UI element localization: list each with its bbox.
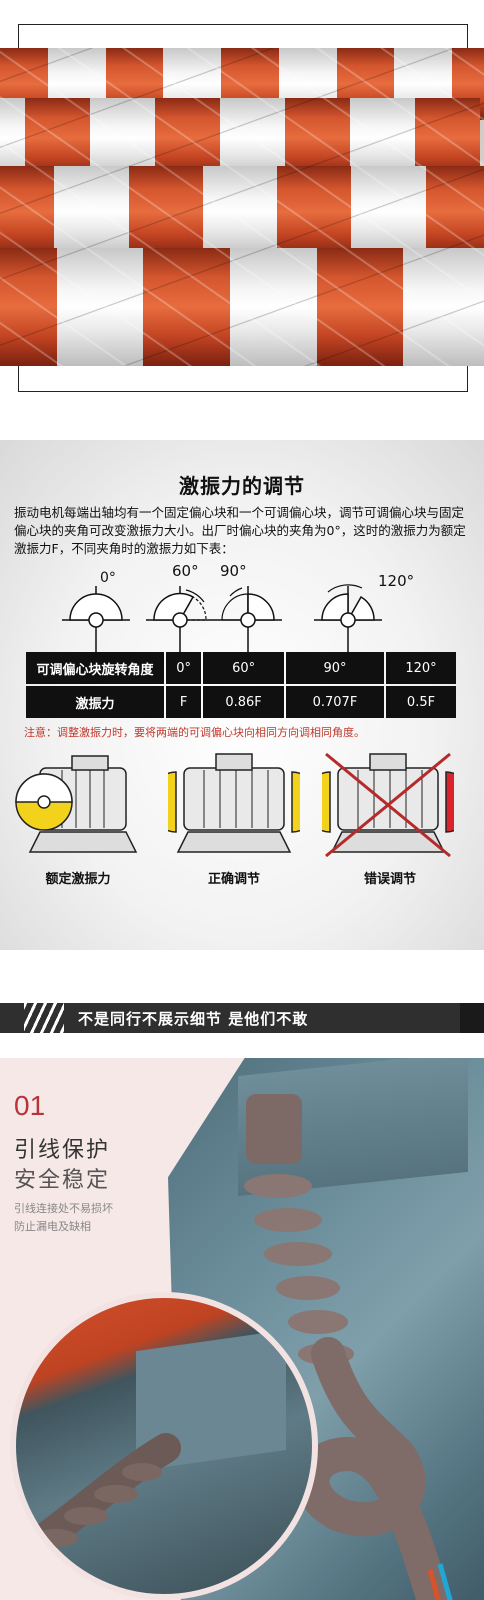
angle-diagrams: 0° 60° 90° bbox=[12, 562, 472, 654]
angle-label-60: 60° bbox=[172, 562, 199, 580]
eccentric-block-90-icon bbox=[214, 586, 282, 652]
feature-description-line: 防止漏电及缺相 bbox=[14, 1220, 91, 1233]
table-cell: F bbox=[166, 686, 202, 718]
table-row-header: 可调偏心块旋转角度 bbox=[26, 652, 164, 684]
feature-cable-protection: 01 引线保护 安全稳定 引线连接处不易损坏 防止漏电及缺相 bbox=[0, 1058, 484, 1600]
feature-number: 01 bbox=[14, 1090, 46, 1121]
angle-label-90: 90° bbox=[220, 562, 247, 580]
motor-wrong-illustration bbox=[322, 752, 454, 858]
packaged-motors-photo bbox=[0, 48, 484, 366]
motor-row bbox=[0, 166, 484, 258]
eccentric-block-0-icon bbox=[62, 586, 130, 652]
feature-title: 引线保护 bbox=[14, 1138, 111, 1163]
table-cell: 0° bbox=[166, 652, 202, 684]
eccentric-block-60-icon bbox=[146, 586, 214, 652]
motor-correct-illustration bbox=[168, 753, 300, 853]
adjustment-title: 激振力的调节 bbox=[179, 474, 305, 498]
caption-wrong: 错误调节 bbox=[363, 872, 416, 887]
adjustment-note: 注意：调整激振力时，要将两端的可调偏心块向相同方向调相同角度。 bbox=[24, 726, 365, 739]
table-cell: 0.5F bbox=[386, 686, 456, 718]
motor-rated-illustration bbox=[15, 755, 138, 853]
caption-correct: 正确调节 bbox=[207, 872, 260, 887]
motor-row bbox=[0, 98, 480, 178]
cable-illustration bbox=[244, 1094, 457, 1600]
table-cell: 0.86F bbox=[203, 686, 284, 718]
feature-subtitle: 安全稳定 bbox=[14, 1168, 111, 1193]
eccentric-block-120-icon bbox=[314, 584, 382, 652]
table-cell: 60° bbox=[203, 652, 284, 684]
section-banner: 不是同行不展示细节 是他们不敢 bbox=[0, 1003, 484, 1033]
table-row: 可调偏心块旋转角度 0° 60° 90° 120° bbox=[26, 652, 456, 684]
motor-closeup-photo bbox=[10, 1292, 318, 1600]
table-cell: 90° bbox=[285, 652, 384, 684]
feature-description-line: 引线连接处不易损坏 bbox=[14, 1202, 113, 1215]
table-cell: 0.707F bbox=[285, 686, 384, 718]
table-row-header: 激振力 bbox=[26, 686, 164, 718]
adjustment-description: 振动电机每端出轴均有一个固定偏心块和一个可调偏心块，调节可调偏心块与固定偏心块的… bbox=[14, 505, 466, 556]
caption-rated: 额定激振力 bbox=[45, 872, 111, 887]
angle-label-0: 0° bbox=[100, 570, 116, 586]
table-row: 激振力 F 0.86F 0.707F 0.5F bbox=[26, 686, 456, 718]
banner-tail bbox=[460, 1003, 484, 1033]
adjustment-panel: 激振力的调节 振动电机每端出轴均有一个固定偏心块和一个可调偏心块，调节可调偏心块… bbox=[0, 440, 484, 950]
angle-label-120: 120° bbox=[378, 572, 415, 590]
closeup-illustration bbox=[16, 1330, 286, 1573]
table-cell: 120° bbox=[386, 652, 456, 684]
motor-row bbox=[0, 248, 484, 366]
banner-stripes bbox=[24, 1003, 64, 1033]
excitation-force-table: 可调偏心块旋转角度 0° 60° 90° 120° 激振力 F 0.86F 0.… bbox=[24, 650, 458, 720]
banner-text: 不是同行不展示细节 是他们不敢 bbox=[78, 1010, 309, 1028]
